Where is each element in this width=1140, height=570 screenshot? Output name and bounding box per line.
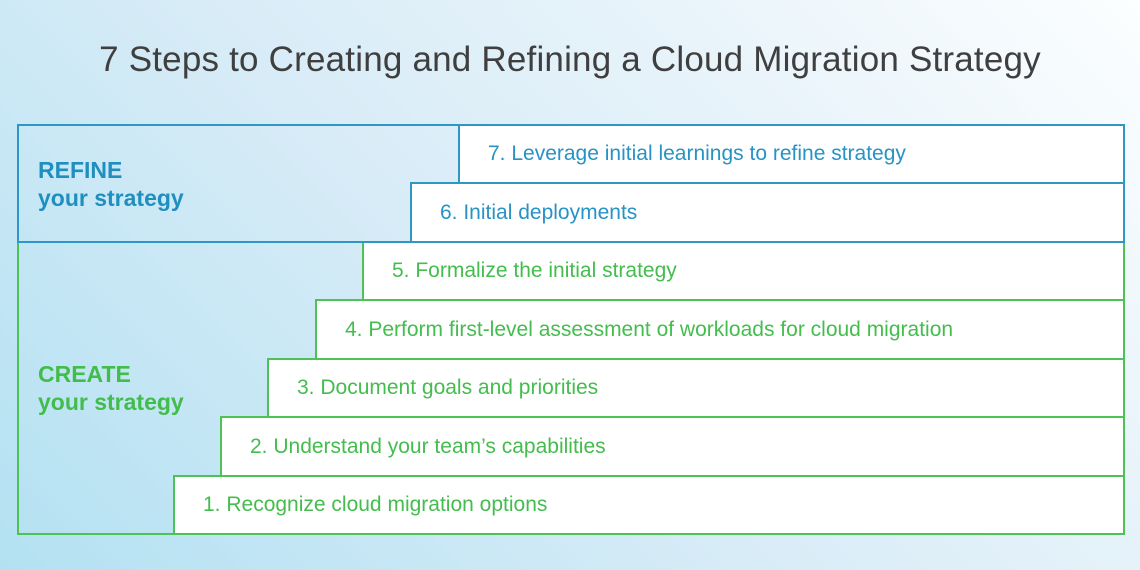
create-group-label-line1: CREATE xyxy=(38,361,131,387)
refine-group-label: REFINE your strategy xyxy=(38,156,184,212)
refine-group-label-line2: your strategy xyxy=(38,184,184,211)
step-box-7: 7. Leverage initial learnings to refine … xyxy=(458,124,1125,184)
create-group-label-line2: your strategy xyxy=(38,389,184,415)
refine-group-label-line1: REFINE xyxy=(38,156,123,183)
step-box-6: 6. Initial deployments xyxy=(410,182,1125,243)
step-label-6: 6. Initial deployments xyxy=(440,200,638,224)
step-label-4: 4. Perform first-level assessment of wor… xyxy=(345,317,954,341)
step-label-5: 5. Formalize the initial strategy xyxy=(392,259,677,282)
step-label-2: 2. Understand your team’s capabilities xyxy=(250,434,606,458)
step-box-4: 4. Perform first-level assessment of wor… xyxy=(315,299,1125,360)
step-box-5: 5. Formalize the initial strategy xyxy=(362,241,1125,301)
step-label-7: 7. Leverage initial learnings to refine … xyxy=(488,142,906,165)
step-box-3: 3. Document goals and priorities xyxy=(267,358,1125,418)
step-box-2: 2. Understand your team’s capabilities xyxy=(220,416,1125,477)
create-group-label: CREATE your strategy xyxy=(38,360,184,416)
step-label-3: 3. Document goals and priorities xyxy=(297,376,599,399)
page-title: 7 Steps to Creating and Refining a Cloud… xyxy=(99,40,1041,79)
step-box-1: 1. Recognize cloud migration options xyxy=(173,475,1125,535)
step-label-1: 1. Recognize cloud migration options xyxy=(203,493,548,516)
